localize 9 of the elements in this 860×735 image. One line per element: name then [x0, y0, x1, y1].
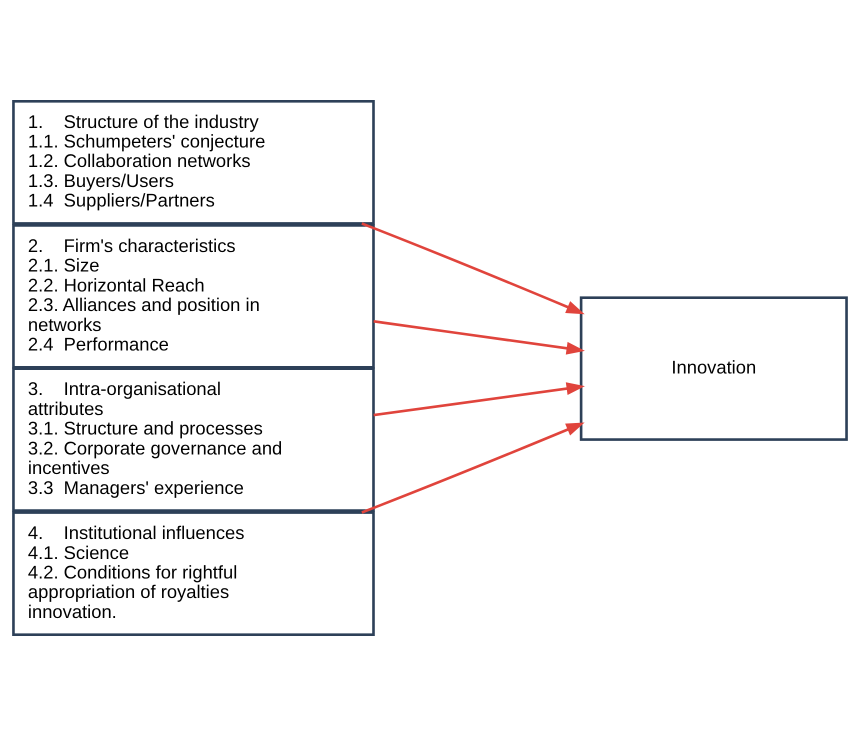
- arrow: [361, 422, 585, 514]
- arrow: [374, 382, 585, 416]
- node-box: 4. Institutional influences 4.1. Science 4.2. Conditions for rightful appropriation of royalties innovation.: [12, 510, 375, 636]
- arrow: [374, 320, 585, 354]
- node-box: 1. Structure of the industry 1.1. Schumpeters' conjecture 1.2. Collaboration networks 1.3. Buyers/Users 1.4 Suppliers/Partners: [12, 99, 375, 224]
- arrow: [361, 222, 585, 314]
- node-box: 2. Firm's characteristics 2.1. Size 2.2. Horizontal Reach 2.3. Alliances and position in networks 2.4 Performance: [12, 224, 375, 368]
- node-box: 3. Intra-organisational attributes 3.1. Structure and processes 3.2. Corporate governance and incentives 3.3 Managers' experience: [12, 366, 375, 512]
- node-box: Innovation: [580, 296, 848, 440]
